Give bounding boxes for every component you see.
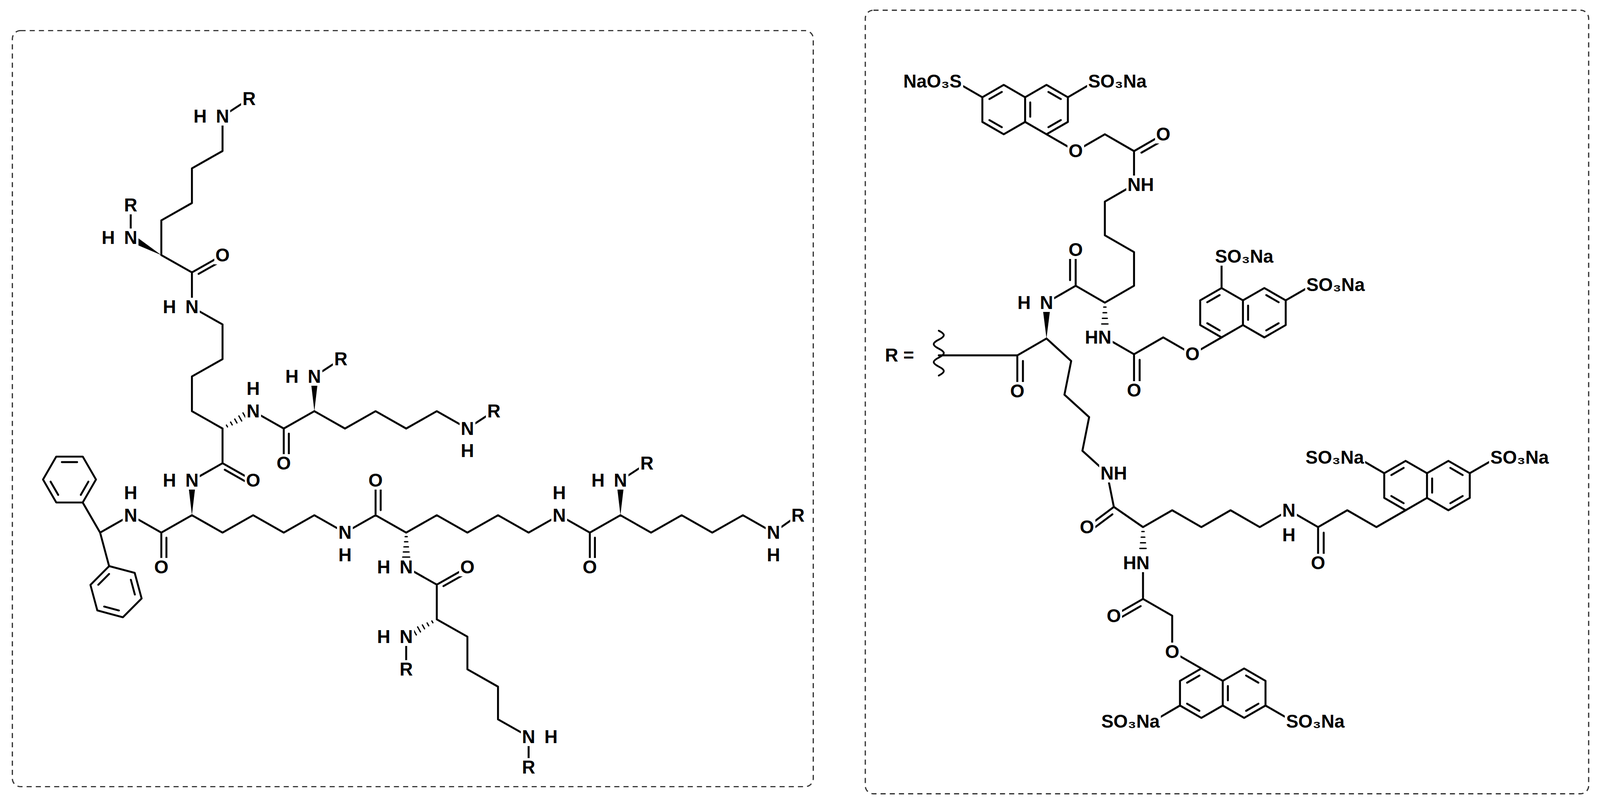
attachment-squiggle <box>933 330 944 376</box>
atom-label: O <box>1067 240 1084 259</box>
atom-label: N <box>306 367 323 386</box>
atom-label: R <box>241 89 257 109</box>
naphthalene-ring <box>1180 668 1266 718</box>
atom-label: N <box>123 228 139 247</box>
atom-label: N <box>612 471 629 490</box>
atom-label: O <box>244 471 262 490</box>
atom-label: O <box>1183 344 1201 364</box>
wedge-bonds <box>128 234 625 516</box>
atom-label: O <box>1009 381 1026 401</box>
group-label: SO₃Na <box>1305 275 1367 294</box>
group-label: SO₃Na <box>1284 712 1346 731</box>
hashed-bonds <box>226 412 433 635</box>
atom-label: H <box>283 367 300 386</box>
group-label: R = <box>883 346 916 365</box>
atom-label: N <box>398 627 415 646</box>
naphthalene-ring <box>982 85 1068 135</box>
phenyl-ring <box>36 444 103 514</box>
atom-label: O <box>153 557 170 577</box>
atom-label: R <box>123 195 139 215</box>
atom-label: H <box>1281 525 1297 545</box>
group-label: SO₃Na <box>1100 712 1161 731</box>
atom-label: H <box>459 441 476 460</box>
atom-label: HN <box>1083 328 1113 347</box>
atom-label: O <box>1154 125 1172 144</box>
atom-label: O <box>1125 381 1143 400</box>
group-label: SO₃Na <box>1087 72 1148 91</box>
atom-label: R <box>520 758 537 777</box>
atom-label: O <box>1163 642 1181 661</box>
atom-label: NH <box>1126 175 1156 194</box>
atom-label: O <box>1067 141 1084 161</box>
double-bond-lines <box>1022 138 1324 621</box>
atom-label: N <box>336 523 353 542</box>
atom-label: N <box>1281 501 1297 520</box>
atom-label: H <box>543 727 560 746</box>
atom-label: H <box>192 107 209 126</box>
atom-label: H <box>336 545 353 565</box>
phenyl-ring <box>87 560 146 623</box>
atom-label: N <box>214 107 231 126</box>
atom-label: H <box>100 228 117 247</box>
branch-r-structure <box>933 81 1498 721</box>
atom-label: N <box>551 506 568 525</box>
atom-label: H <box>590 471 606 490</box>
atom-label: O <box>367 471 385 490</box>
atom-label: O <box>459 557 476 577</box>
atom-label: N <box>183 471 200 490</box>
atom-label: H <box>161 297 178 317</box>
atom-label: O <box>214 246 232 265</box>
atom-label: N <box>183 297 200 317</box>
atom-label: H <box>551 483 568 503</box>
group-label: SO₃Na <box>1213 247 1275 266</box>
atom-label: O <box>1105 606 1123 626</box>
atom-label: H <box>245 379 262 398</box>
atom-label: N <box>520 727 537 746</box>
atom-label: N <box>765 523 782 542</box>
group-label: NaO₃S <box>901 72 963 91</box>
atom-label: R <box>333 349 350 369</box>
naphthalene-ring <box>1200 288 1286 338</box>
group-label: SO₃Na <box>1489 448 1550 467</box>
naphthalene-ring <box>1384 460 1470 510</box>
atom-label: O <box>1309 553 1327 573</box>
atom-label: H <box>1016 293 1033 312</box>
atom-label: H <box>375 627 392 646</box>
atom-label: H <box>161 471 178 490</box>
atom-label: H <box>123 483 139 503</box>
atom-label: N <box>123 506 139 525</box>
atom-label: O <box>581 557 598 577</box>
dashed-frame <box>865 10 1589 794</box>
atom-label: H <box>765 545 782 565</box>
atom-label: HN <box>1121 553 1151 573</box>
atom-label: NH <box>1099 464 1129 483</box>
dendrimer-core <box>36 98 798 768</box>
atom-label: N <box>1038 293 1055 312</box>
atom-label: O <box>275 454 292 473</box>
atom-label: O <box>1078 517 1096 537</box>
single-bonds <box>82 98 798 768</box>
atom-label: R <box>790 506 807 525</box>
atom-label: R <box>486 401 503 421</box>
atom-label: N <box>459 419 476 438</box>
atom-label: R <box>398 660 415 679</box>
single-bonds <box>938 81 1498 721</box>
atom-label: H <box>375 557 392 577</box>
group-label: SO₃Na <box>1304 448 1366 467</box>
atom-label: N <box>245 401 262 421</box>
dashed-frame <box>12 30 814 787</box>
atom-label: R <box>639 454 656 473</box>
atom-label: N <box>398 557 415 577</box>
